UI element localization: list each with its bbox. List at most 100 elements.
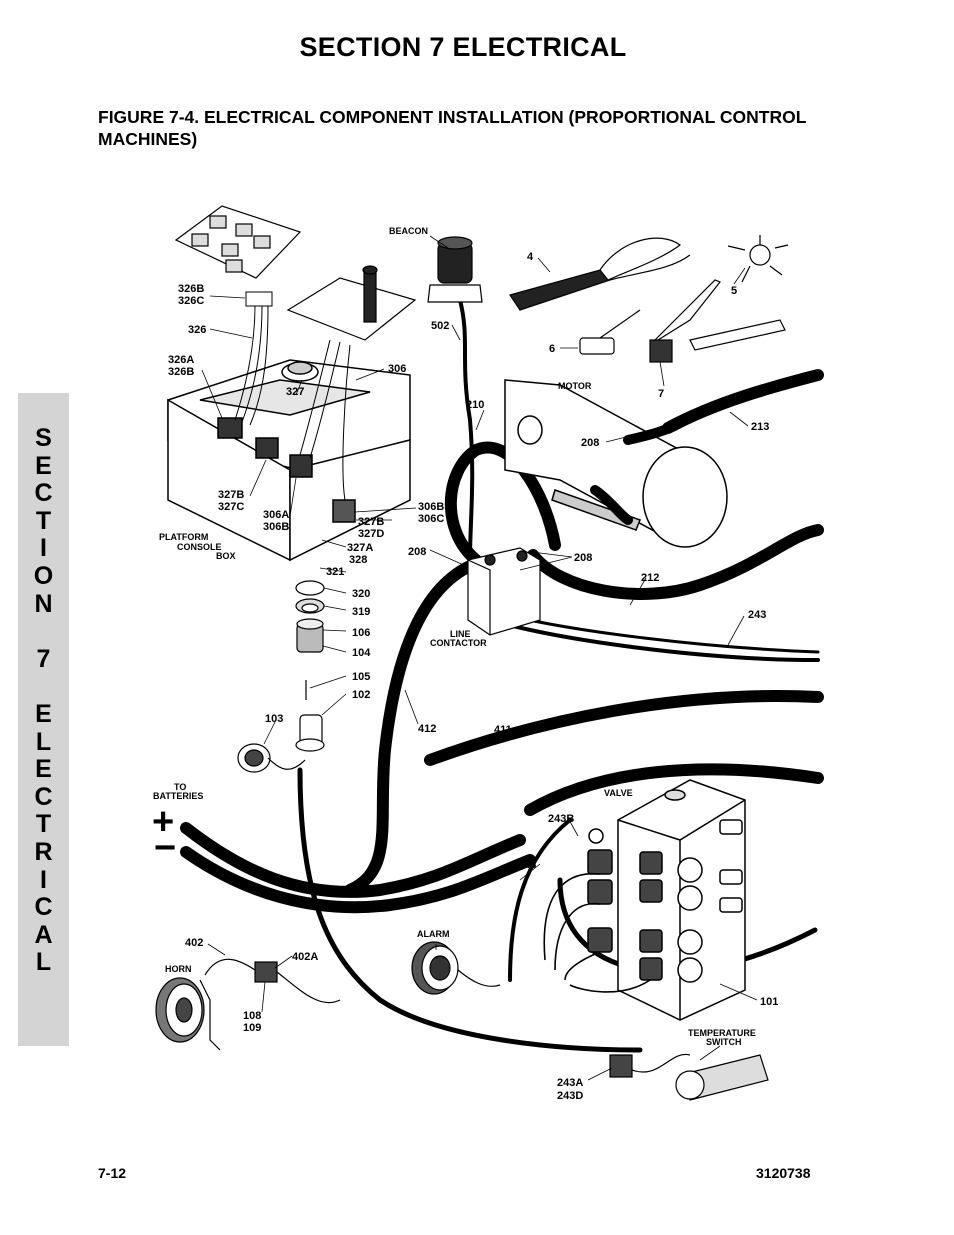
label-102: 102 bbox=[352, 689, 370, 701]
label-temperature: TEMPERATURE bbox=[688, 1028, 756, 1038]
crimper-tool-4 bbox=[509, 237, 691, 311]
label-7: 7 bbox=[658, 388, 664, 400]
side-tab-letter: 7 bbox=[36, 644, 51, 673]
side-tab-letter: I bbox=[40, 865, 47, 894]
label-208-motor: 208 bbox=[581, 437, 599, 449]
label-beacon: BEACON bbox=[389, 226, 428, 236]
side-tab-letters: S E C T I O N 7 E L E C T R I C A L bbox=[18, 424, 69, 977]
label-306b: 306B bbox=[263, 521, 289, 533]
temperature-switch bbox=[609, 1053, 769, 1101]
document-number: 3120738 bbox=[756, 1165, 811, 1181]
cable-411-return bbox=[524, 763, 824, 816]
line-contactor bbox=[467, 547, 541, 636]
side-tab-letter: E bbox=[35, 699, 52, 728]
cable-212 bbox=[527, 524, 824, 600]
battery-minus-cable bbox=[180, 846, 536, 914]
label-243-mid: 243 bbox=[518, 859, 536, 871]
label-console: CONSOLE bbox=[177, 542, 222, 552]
label-switch: SWITCH bbox=[706, 1037, 742, 1047]
cable-502 bbox=[458, 298, 475, 562]
label-motor: MOTOR bbox=[558, 381, 592, 391]
label-contactor: CONTACTOR bbox=[430, 638, 487, 648]
label-326b-2: 326B bbox=[168, 366, 194, 378]
console-hardware-stack bbox=[295, 580, 325, 752]
motor bbox=[504, 379, 728, 548]
cable-213 bbox=[662, 369, 824, 434]
side-tab-letter: C bbox=[34, 893, 53, 922]
label-210: 210 bbox=[466, 399, 484, 411]
horn bbox=[155, 977, 221, 1051]
label-327a: 327A bbox=[347, 542, 373, 554]
valve-block bbox=[587, 779, 746, 1021]
label-306c: 306C bbox=[418, 513, 444, 525]
page-number: 7-12 bbox=[98, 1165, 127, 1181]
label-502: 502 bbox=[431, 320, 449, 332]
label-104: 104 bbox=[352, 647, 371, 659]
label-306: 306 bbox=[388, 363, 406, 375]
label-243-top: 243 bbox=[748, 609, 766, 621]
label-208-right: 208 bbox=[574, 552, 592, 564]
side-tab-letter: O bbox=[33, 561, 54, 590]
label-306b-2: 306B bbox=[418, 501, 444, 513]
cable-243-mid bbox=[508, 818, 572, 982]
label-4: 4 bbox=[527, 251, 534, 263]
beacon bbox=[427, 236, 483, 303]
label-412: 412 bbox=[418, 723, 436, 735]
battery-plus-cable bbox=[180, 822, 526, 898]
label-105: 105 bbox=[352, 671, 370, 683]
label-327b-2: 327B bbox=[358, 516, 384, 528]
label-243b: 243B bbox=[548, 813, 574, 825]
label-platform: PLATFORM bbox=[159, 532, 208, 542]
label-213: 213 bbox=[751, 421, 769, 433]
cap-103 bbox=[237, 743, 306, 773]
label-line: LINE bbox=[450, 629, 471, 639]
label-326c: 326C bbox=[178, 295, 204, 307]
label-326a: 326A bbox=[168, 354, 194, 366]
side-tab-letter: T bbox=[35, 810, 52, 839]
callout-labels: BEACON 4 5 6 7 326B 326C 326 326A 326B 3… bbox=[152, 226, 778, 1102]
label-212: 212 bbox=[641, 572, 659, 584]
label-327d: 327D bbox=[358, 528, 384, 540]
side-tab-letter: T bbox=[35, 506, 52, 535]
motor-lead-208 bbox=[590, 415, 690, 525]
platform-console-box bbox=[167, 359, 411, 562]
side-tab-letter: C bbox=[34, 782, 53, 811]
label-327b: 327B bbox=[218, 489, 244, 501]
label-328: 328 bbox=[349, 554, 367, 566]
label-6: 6 bbox=[549, 343, 555, 355]
label-243d: 243D bbox=[557, 1090, 583, 1102]
label-101: 101 bbox=[760, 996, 778, 1008]
cable-243-top bbox=[488, 618, 820, 662]
label-402: 402 bbox=[185, 937, 203, 949]
side-tab-letter: E bbox=[35, 755, 52, 784]
label-306a: 306A bbox=[263, 509, 289, 521]
cable-411 bbox=[424, 689, 824, 766]
leader-lines bbox=[201, 235, 758, 1081]
section-title: SECTION 7 ELECTRICAL bbox=[299, 32, 627, 62]
cable-412 bbox=[344, 560, 476, 896]
battery-minus-symbol: − bbox=[154, 827, 176, 869]
label-horn: HORN bbox=[165, 964, 192, 974]
label-243a: 243A bbox=[557, 1077, 583, 1089]
joystick bbox=[286, 265, 417, 341]
label-320: 320 bbox=[352, 588, 370, 600]
label-326: 326 bbox=[188, 324, 206, 336]
label-326b: 326B bbox=[178, 283, 204, 295]
label-402a: 402A bbox=[292, 951, 318, 963]
battery-plus-symbol: + bbox=[152, 801, 174, 843]
label-box: BOX bbox=[216, 551, 236, 561]
label-411: 411 bbox=[494, 724, 512, 736]
figure-title: FIGURE 7-4. ELECTRICAL COMPONENT INSTALL… bbox=[98, 107, 807, 149]
side-tab-letter: L bbox=[35, 727, 52, 756]
label-5: 5 bbox=[731, 285, 737, 297]
label-106: 106 bbox=[352, 627, 370, 639]
valve-wiring bbox=[543, 872, 651, 993]
side-tab-letter: R bbox=[34, 837, 53, 866]
side-tab-letter: L bbox=[35, 948, 52, 977]
side-tab-letter: A bbox=[34, 920, 53, 949]
label-208-left: 208 bbox=[408, 546, 426, 558]
cable-210-loop bbox=[444, 441, 561, 566]
side-tab-letter: E bbox=[35, 451, 52, 480]
label-109: 109 bbox=[243, 1022, 261, 1034]
